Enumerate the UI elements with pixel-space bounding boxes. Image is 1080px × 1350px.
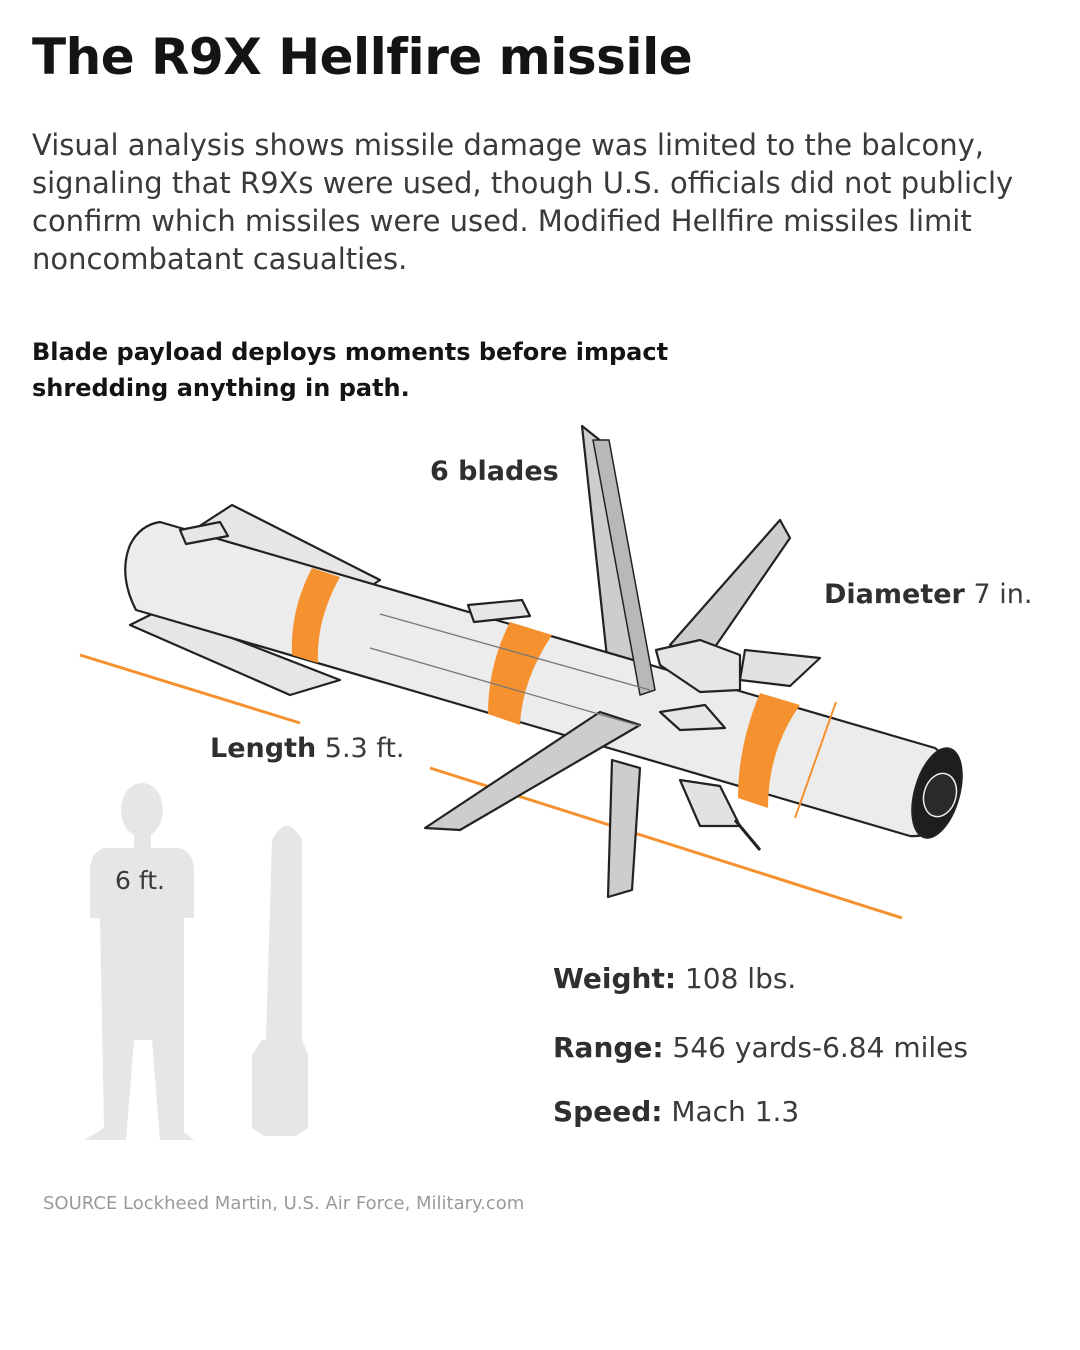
blade-lower-down [606,758,642,899]
band-rear [291,568,340,663]
length-label: Length 5.3 ft. [210,733,405,764]
launch-lug-rear [178,520,230,546]
source-credit: SOURCE Lockheed Martin, U.S. Air Force, … [43,1193,525,1214]
blade-housing [654,638,742,694]
missile-body [124,520,957,838]
missile-silhouette [252,826,308,1136]
blades-label: 6 blades [430,456,559,487]
person-height-label: 6 ft. [115,866,165,895]
stat-weight: Weight: 108 lbs. [553,962,797,995]
length-line-left [79,653,301,725]
intro-paragraph: Visual analysis shows missile damage was… [32,128,1014,276]
band-mid [488,622,552,725]
blade-front-left [423,710,642,832]
person-silhouette [84,783,194,1140]
blade-back-upright [668,518,792,662]
page-title: The R9X Hellfire missile [32,28,693,86]
launch-lug-mid [466,598,532,624]
stat-speed: Speed: Mach 1.3 [553,1095,800,1128]
blade-front-upper [592,439,656,696]
front-fin-bottom [678,778,742,828]
diameter-label: Diameter 7 in. [824,579,1033,610]
stat-range: Range: 546 yards-6.84 miles [553,1031,968,1064]
front-fin-top [738,648,822,688]
band-front [738,693,800,808]
blade-subheading: Blade payload deploys moments before imp… [32,338,669,402]
